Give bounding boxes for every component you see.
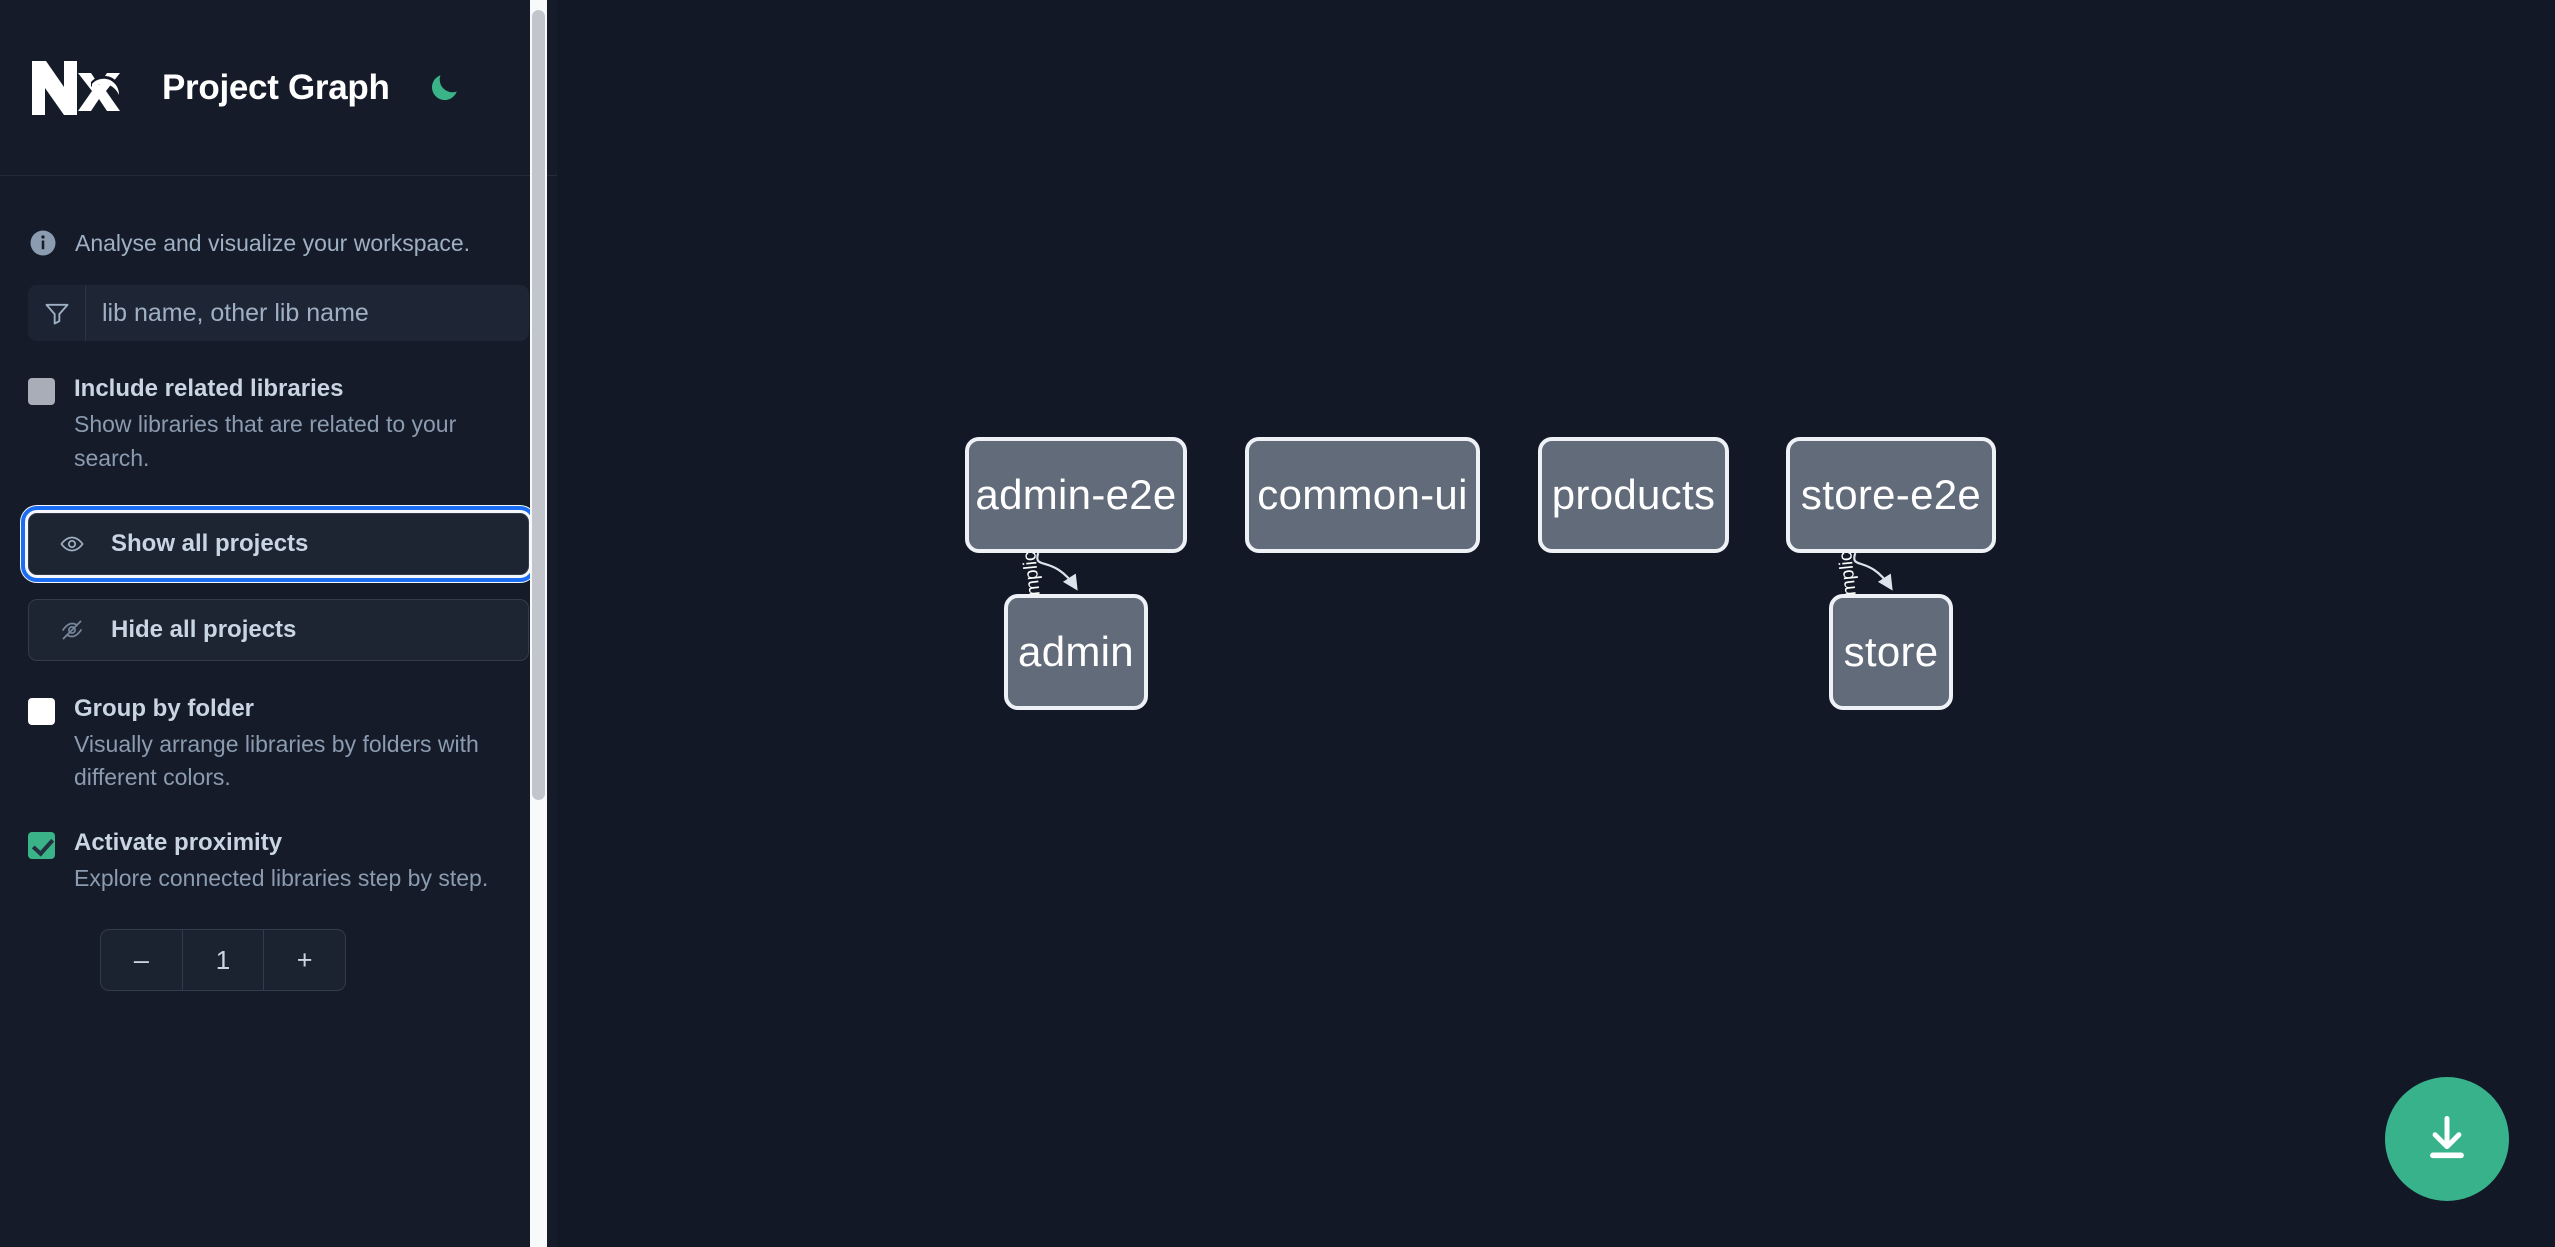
sidebar-body: Include related libraries Show libraries…: [0, 285, 557, 992]
download-icon: [2421, 1112, 2473, 1167]
hide-all-projects-label: Hide all projects: [111, 615, 297, 643]
option-activate-proximity[interactable]: Activate proximity Explore connected lib…: [28, 827, 529, 896]
stepper-increment-button[interactable]: +: [263, 930, 345, 991]
page-title: Project Graph: [162, 67, 390, 107]
sidebar-scrollbar-thumb[interactable]: [532, 10, 545, 800]
moon-icon[interactable]: [420, 64, 468, 112]
search-field[interactable]: [28, 285, 529, 341]
checkbox-include-related-libraries[interactable]: [28, 378, 55, 405]
sidebar-header: Project Graph: [0, 0, 557, 176]
graph-node-label: admin: [1018, 628, 1134, 675]
hide-all-projects-button[interactable]: Hide all projects: [28, 598, 529, 661]
option-label: Group by folder: [74, 694, 254, 722]
nx-logo-icon: [28, 57, 124, 119]
option-include-related-libraries[interactable]: Include related libraries Show libraries…: [28, 373, 529, 475]
stepper-decrement-button[interactable]: –: [133, 944, 149, 975]
checkbox-group-by-folder[interactable]: [28, 697, 55, 725]
eye-icon: [55, 527, 89, 561]
download-graph-button[interactable]: [2385, 1077, 2509, 1201]
graph-node-label: store-e2e: [1800, 471, 1982, 518]
option-description: Explore connected libraries step by step…: [74, 864, 489, 891]
filter-funnel-icon: [28, 285, 86, 341]
graph-node-products[interactable]: products: [1538, 437, 1729, 553]
graph-node-admin-e2e[interactable]: admin-e2e: [965, 437, 1187, 553]
search-input[interactable]: [86, 285, 529, 341]
option-label: Include related libraries: [74, 375, 344, 402]
option-group-by-folder[interactable]: Group by folder Visually arrange librari…: [28, 693, 529, 795]
show-all-projects-button[interactable]: Show all projects: [21, 505, 536, 582]
option-description: Visually arrange libraries by folders wi…: [74, 731, 479, 791]
eye-off-icon: [55, 613, 89, 647]
graph-node-store[interactable]: store: [1829, 594, 1953, 710]
graph-edge-admin-e2e-to-admin: [1036, 552, 1078, 591]
option-description: Show libraries that are related to your …: [74, 411, 457, 471]
option-label: Activate proximity: [74, 828, 283, 856]
project-visibility-buttons: Show all projects Hide all projects: [21, 505, 536, 661]
graph-edge-store-e2e-to-store: [1853, 552, 1893, 591]
graph-node-label: products: [1551, 471, 1716, 518]
checkbox-activate-proximity[interactable]: [28, 831, 55, 859]
graph-node-label: store: [1843, 628, 1939, 675]
tagline-text: Analyse and visualize your workspace.: [75, 229, 471, 256]
graph-node-label: admin-e2e: [975, 471, 1177, 518]
info-icon: [28, 228, 58, 258]
sidebar-tagline: Analyse and visualize your workspace.: [0, 176, 557, 276]
graph-node-store-e2e[interactable]: store-e2e: [1786, 437, 1996, 553]
show-all-projects-label: Show all projects: [111, 529, 309, 557]
graph-node-common-ui[interactable]: common-ui: [1245, 437, 1480, 553]
graph-node-admin[interactable]: admin: [1004, 594, 1148, 710]
stepper-value: 1: [181, 930, 264, 991]
proximity-stepper[interactable]: – 1 +: [100, 929, 346, 992]
sidebar-scrollbar[interactable]: [530, 0, 547, 1247]
sidebar: Project Graph Analyse and visualize your…: [0, 0, 557, 1247]
graph-node-label: common-ui: [1257, 471, 1468, 518]
